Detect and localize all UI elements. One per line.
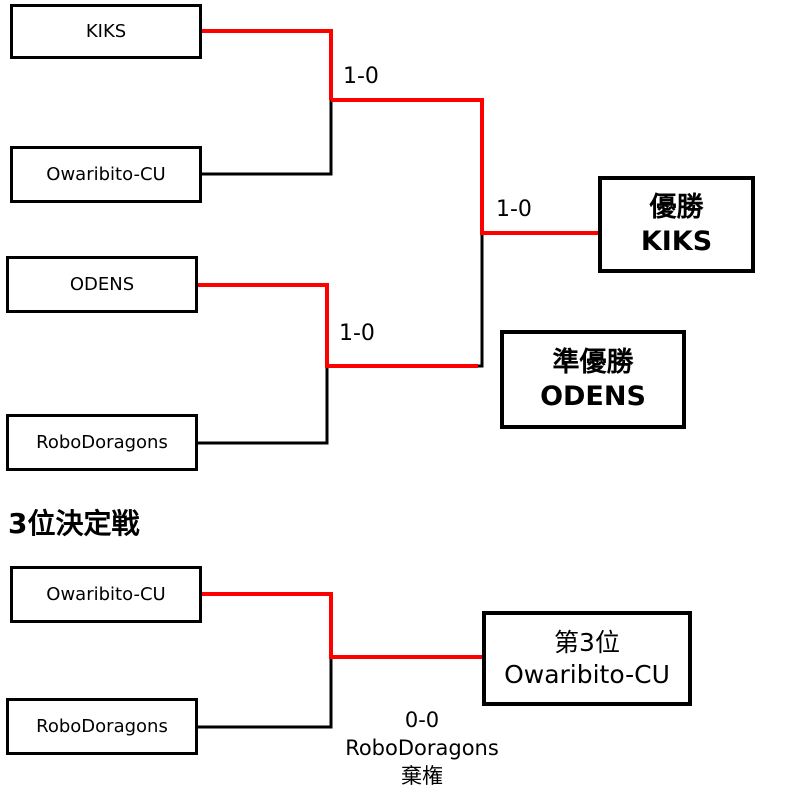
line-kiks-semi xyxy=(200,29,333,100)
line-owaribito-third xyxy=(200,592,482,659)
semifinal-score-2: 1-0 xyxy=(339,321,375,346)
team-box-robodoragons: RoboDoragons xyxy=(6,414,198,471)
champion-team: KIKS xyxy=(640,225,713,257)
third-place-team: Owaribito-CU xyxy=(504,659,670,689)
third-place-note: 0-0 RoboDoragons 棄権 xyxy=(332,706,512,790)
runner-up-team: ODENS xyxy=(540,380,646,412)
team-box-owaribito-cu: Owaribito-CU xyxy=(10,146,202,203)
team-box-kiks: KIKS xyxy=(10,4,202,59)
third-place-note-label: 棄権 xyxy=(401,764,443,788)
line-odens-final xyxy=(331,233,484,368)
runner-up-box: 準優勝 ODENS xyxy=(500,330,686,429)
line-owaribito-semi xyxy=(200,100,333,176)
third-place-result-box: 第3位 Owaribito-CU xyxy=(482,611,692,706)
third-place-heading: 3位決定戦 xyxy=(8,507,140,540)
champion-box: 優勝 KIKS xyxy=(598,176,755,273)
third-team-box-robodoragons: RoboDoragons xyxy=(6,698,198,755)
team-box-odens: ODENS xyxy=(6,256,198,313)
third-team-box-owaribito-cu: Owaribito-CU xyxy=(10,566,202,623)
line-odens-semi xyxy=(196,283,478,368)
third-place-label: 第3位 xyxy=(554,627,620,657)
semifinal-score-1: 1-0 xyxy=(343,64,379,89)
final-score: 1-0 xyxy=(496,197,532,222)
runner-up-label: 準優勝 xyxy=(552,346,634,378)
champion-label: 優勝 xyxy=(649,191,704,223)
third-place-score: 0-0 xyxy=(404,708,440,732)
line-kiks-final xyxy=(331,98,600,235)
line-robodoragons-third xyxy=(196,657,333,729)
third-place-note-team: RoboDoragons xyxy=(345,736,499,760)
line-robodoragons-semi xyxy=(196,366,329,445)
